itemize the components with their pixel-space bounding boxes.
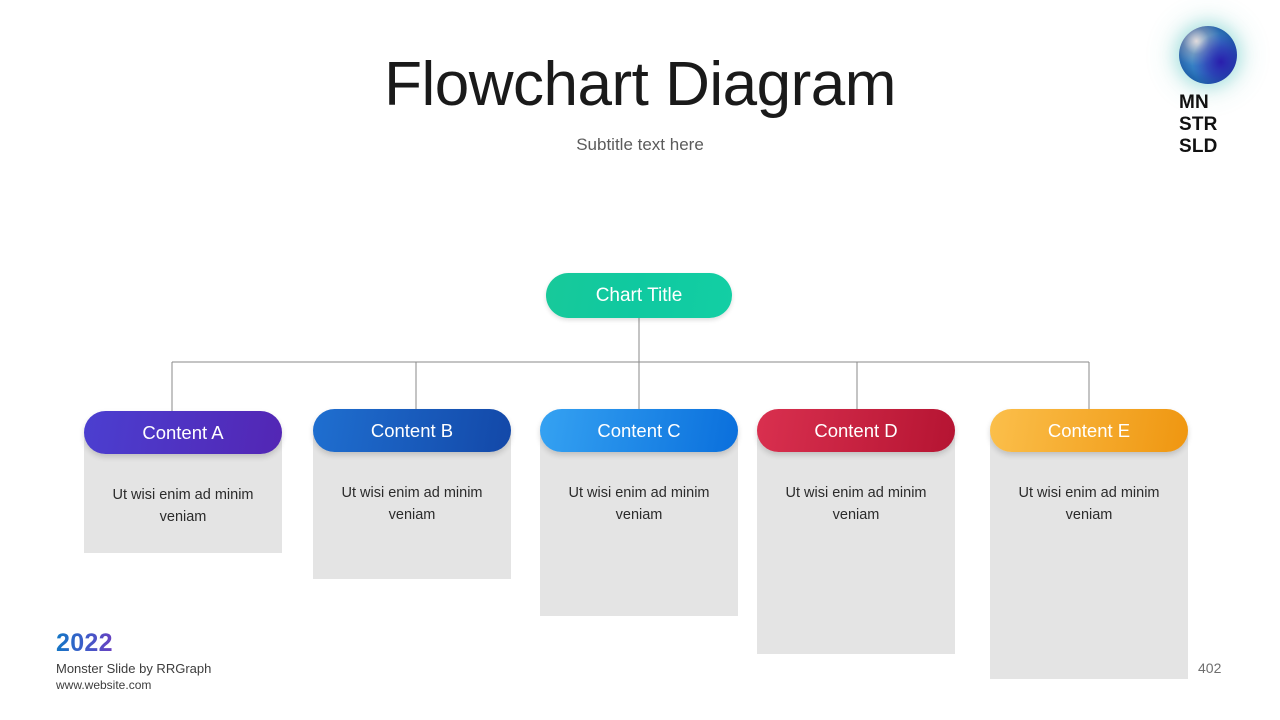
flow-node-header[interactable]: Content C	[540, 409, 738, 452]
flow-node-header[interactable]: Content E	[990, 409, 1188, 452]
flow-node-body: Ut wisi enim ad minim veniam	[313, 431, 511, 579]
flow-node-body: Ut wisi enim ad minim veniam	[990, 431, 1188, 679]
flow-node-description: Ut wisi enim ad minim veniam	[568, 485, 710, 523]
flow-node-root[interactable]: Chart Title	[546, 273, 732, 318]
footer-website: www.website.com	[56, 678, 152, 692]
flow-node-header[interactable]: Content A	[84, 411, 282, 454]
brand-logo: MN STR SLD	[1163, 22, 1259, 160]
brand-logo-text: MN STR SLD	[1179, 92, 1218, 158]
flow-node-description: Ut wisi enim ad minim veniam	[785, 485, 927, 523]
flow-node-description: Ut wisi enim ad minim veniam	[1018, 485, 1160, 523]
flow-node-header[interactable]: Content B	[313, 409, 511, 452]
footer-year: 2022	[56, 629, 113, 657]
flow-node-header[interactable]: Content D	[757, 409, 955, 452]
page-number: 402	[1198, 660, 1222, 676]
brand-line-3: SLD	[1179, 136, 1218, 158]
flow-node-body: Ut wisi enim ad minim veniam	[757, 431, 955, 654]
flow-node-label: Content A	[142, 421, 224, 443]
footer-credit: Monster Slide by RRGraph	[56, 661, 212, 676]
flow-node-body: Ut wisi enim ad minim veniam	[540, 431, 738, 616]
brand-line-2: STR	[1179, 114, 1218, 136]
flow-node-label: Content D	[814, 419, 898, 441]
flow-node-description: Ut wisi enim ad minim veniam	[112, 487, 254, 525]
gradient-sphere-icon	[1179, 26, 1237, 84]
flow-node-root-label: Chart Title	[595, 284, 683, 306]
page-title: Flowchart Diagram	[384, 50, 896, 119]
flow-node-label: Content E	[1047, 419, 1131, 441]
flow-node-description: Ut wisi enim ad minim veniam	[341, 485, 483, 523]
flow-node-label: Content C	[597, 419, 681, 441]
brand-line-1: MN	[1179, 92, 1209, 113]
page-subtitle: Subtitle text here	[576, 135, 704, 154]
flow-node-label: Content B	[370, 419, 454, 441]
